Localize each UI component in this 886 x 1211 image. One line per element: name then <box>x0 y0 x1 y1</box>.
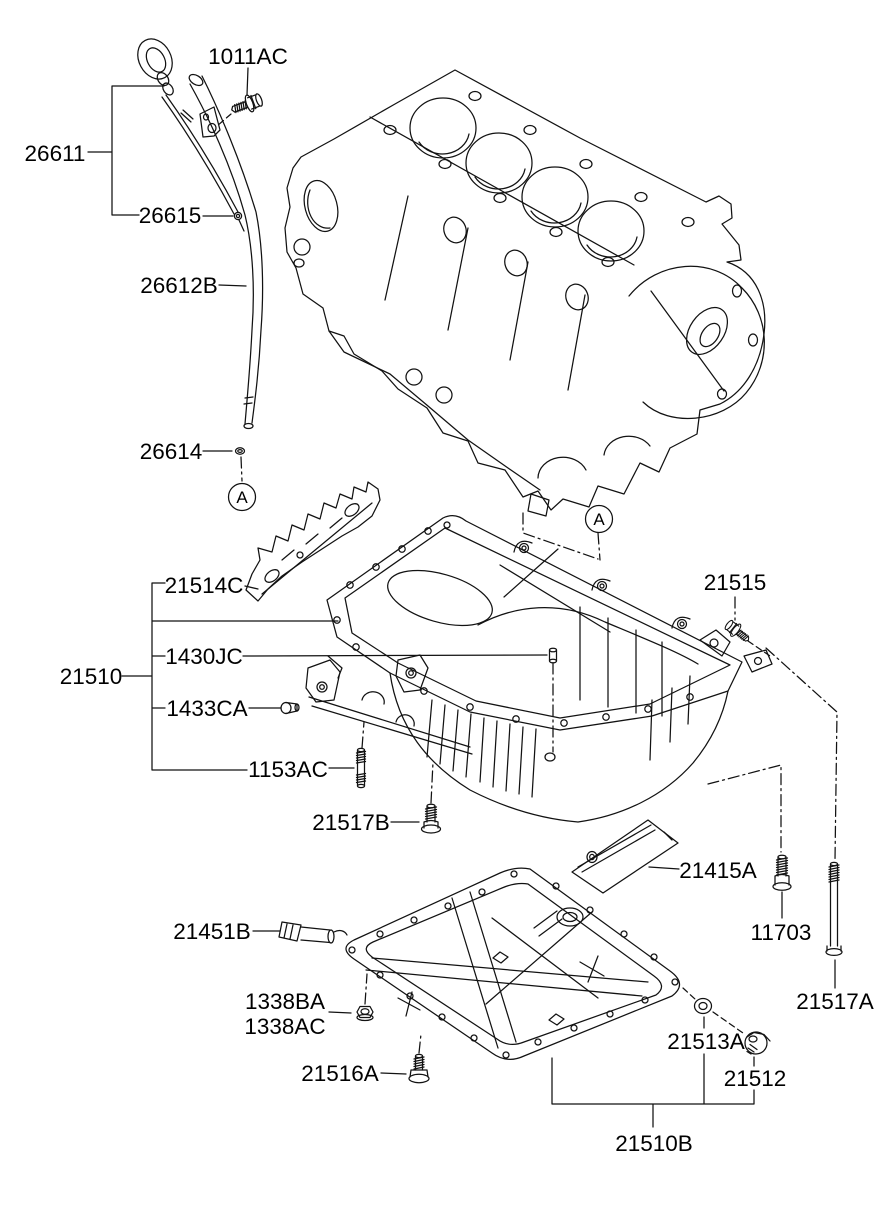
part-label-1338ac: 1338AC <box>244 1014 325 1039</box>
part-label-1338ba: 1338BA <box>245 989 325 1014</box>
drain-plug-21512 <box>744 1031 771 1055</box>
detail-marker-a-2: A <box>584 504 614 534</box>
bolt-1011ac <box>231 93 263 114</box>
part-label-21510b: 21510B <box>615 1131 693 1156</box>
stud-1153ac <box>355 747 367 789</box>
part-label-21514c: 21514C <box>165 573 244 598</box>
part-label-21516a: 21516A <box>301 1061 379 1086</box>
part-label-21517b: 21517B <box>312 810 390 835</box>
part-label-21415a: 21415A <box>679 858 757 883</box>
bracket-21451b <box>278 921 348 944</box>
detail-marker-a-1-letter: A <box>236 488 248 507</box>
lower-pan-21510b <box>345 867 681 1060</box>
part-labels: 1011AC 26611 26615 26612B 26614 21514C 2… <box>25 44 874 1156</box>
part-label-21513a: 21513A <box>667 1029 745 1054</box>
part-label-1011ac: 1011AC <box>208 44 288 69</box>
dipstick-tube-26612b <box>188 73 264 430</box>
reference-dash-lines <box>216 113 838 1054</box>
washer-21513a <box>693 997 713 1015</box>
part-label-21517a: 21517A <box>796 989 874 1014</box>
part-label-26615: 26615 <box>139 203 202 228</box>
oring-26614 <box>234 447 246 455</box>
engine-block <box>284 69 766 517</box>
bolt-21516a <box>408 1053 430 1084</box>
oil-pan-21510 <box>305 514 773 823</box>
bolt-21517a <box>825 861 843 957</box>
part-label-26612b: 26612B <box>140 273 218 298</box>
part-label-1153ac: 1153AC <box>248 757 328 782</box>
part-label-21515: 21515 <box>704 570 767 595</box>
part-label-21510: 21510 <box>60 664 123 689</box>
detail-marker-a-1: A <box>227 482 257 512</box>
baffle-plate-21514c <box>245 481 381 602</box>
part-label-11703: 11703 <box>751 920 812 945</box>
bolt-21515 <box>724 619 750 642</box>
part-label-21451b: 21451B <box>173 919 251 944</box>
nut-1338 <box>356 1005 374 1022</box>
bolt-11703 <box>772 854 792 891</box>
detail-marker-a-2-letter: A <box>593 510 605 529</box>
part-label-26611: 26611 <box>25 141 86 166</box>
part-label-21512: 21512 <box>724 1066 787 1091</box>
plug-1433ca <box>280 701 300 715</box>
part-label-26614: 26614 <box>140 439 203 464</box>
bolt-21517b <box>420 803 442 834</box>
leader-lines <box>87 67 836 1128</box>
part-label-1430jc: 1430JC <box>165 644 243 669</box>
dipstick-26611 <box>137 38 245 232</box>
grommet-26615 <box>233 211 243 221</box>
part-label-1433ca: 1433CA <box>166 696 247 721</box>
baffle-21415a <box>571 819 679 894</box>
stud-1430jc <box>548 647 558 664</box>
